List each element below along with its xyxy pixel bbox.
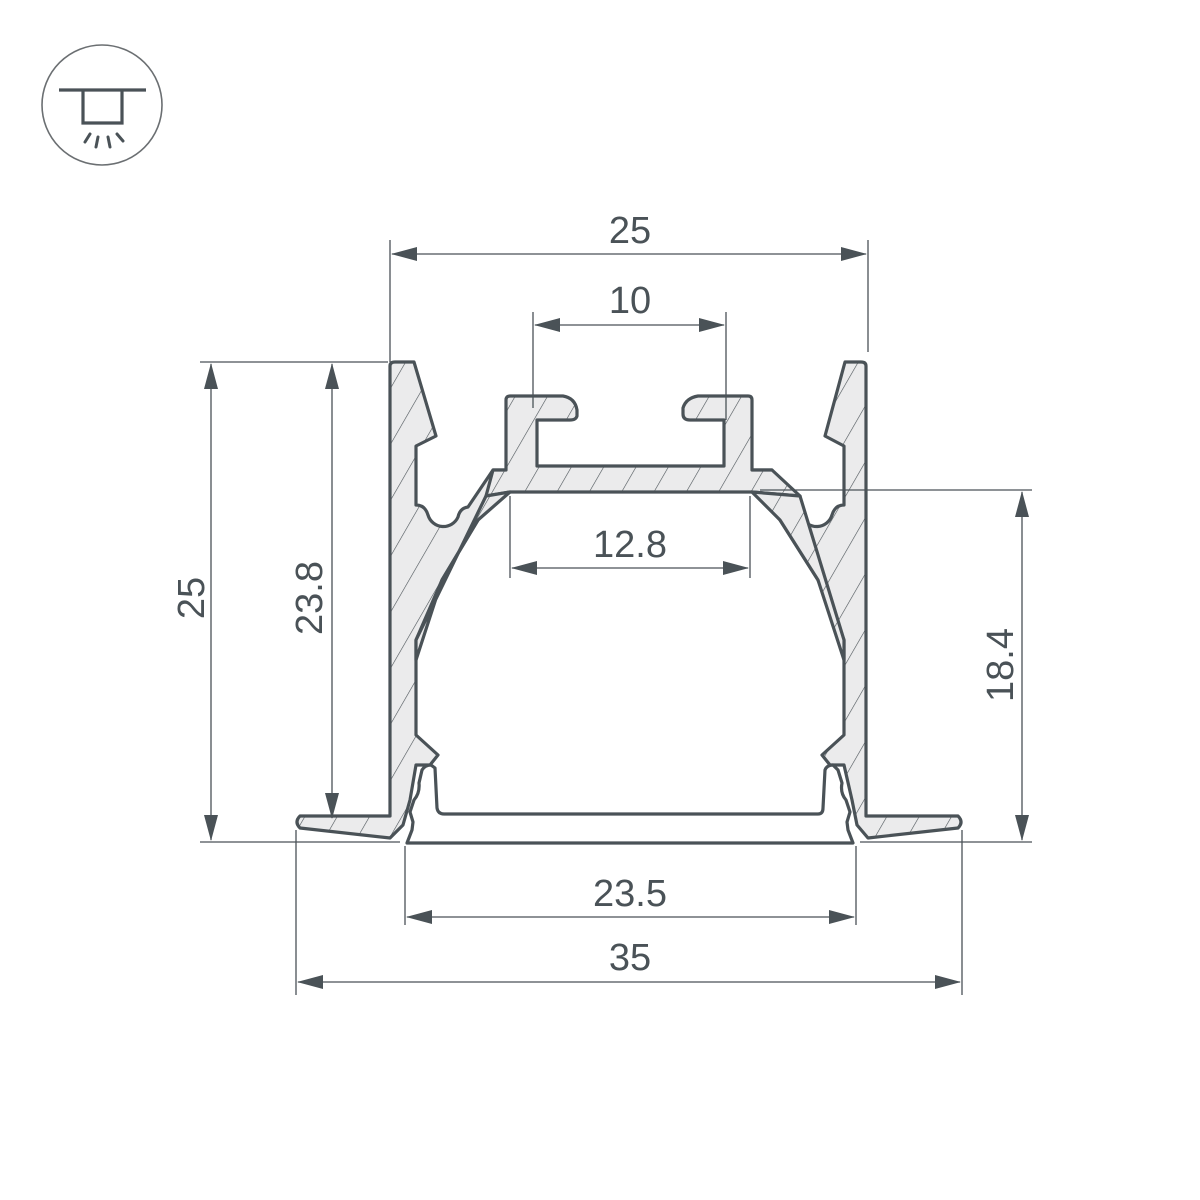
label-slot-width: 10 xyxy=(609,280,651,322)
ceiling-light-icon xyxy=(41,44,163,166)
label-top-width: 25 xyxy=(609,210,651,252)
dimension-labels: 25 10 12.8 25 23.8 18.4 23.5 35 xyxy=(171,210,1022,979)
left-wall xyxy=(295,360,508,840)
top-channel xyxy=(484,394,802,498)
label-inner-bottom-width: 23.5 xyxy=(593,873,667,915)
label-height-left-inner: 23.8 xyxy=(289,561,331,635)
label-flange-width: 35 xyxy=(609,937,651,979)
left-inner-slant xyxy=(414,490,512,662)
dimension-lines xyxy=(200,240,1032,995)
recessed-mount-icon xyxy=(40,43,164,167)
label-height-right: 18.4 xyxy=(980,628,1022,702)
label-height-left-outer: 25 xyxy=(171,577,213,619)
profile-section xyxy=(295,360,963,840)
diffuser xyxy=(405,763,855,845)
right-wall xyxy=(750,360,963,840)
right-inner-slant xyxy=(750,490,846,662)
label-inner-top-width: 12.8 xyxy=(593,524,667,566)
